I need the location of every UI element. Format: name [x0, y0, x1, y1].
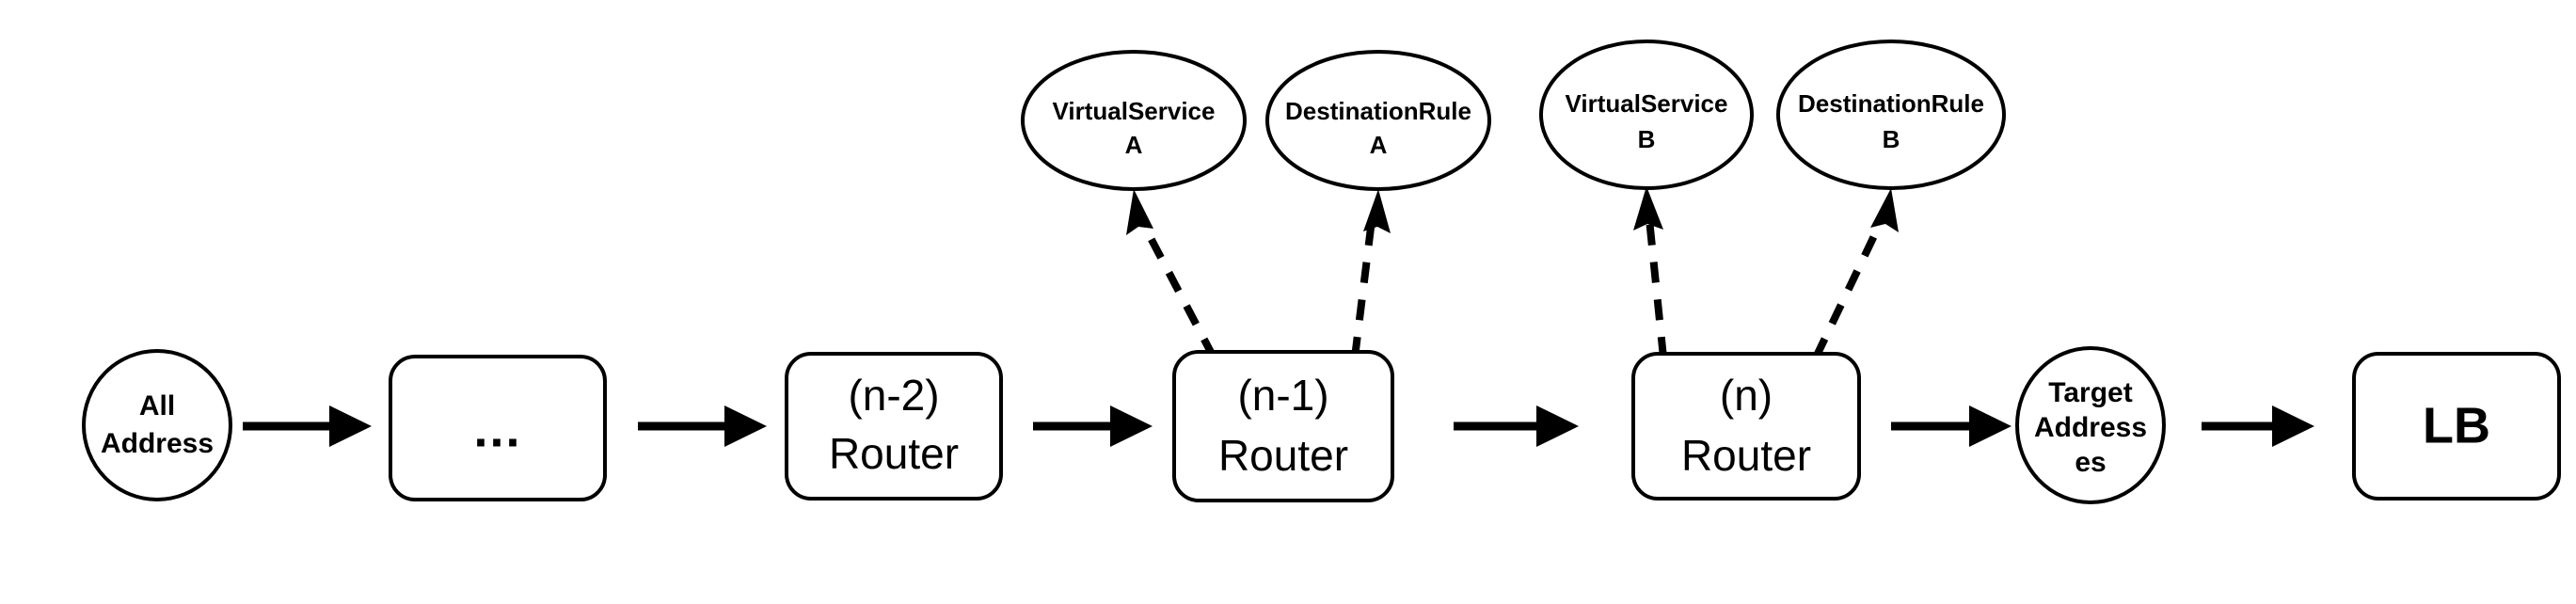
- all-address-ellipse: [82, 349, 232, 501]
- target-addresses-ellipse: [2015, 346, 2166, 504]
- router-n-minus-1-rect: [1172, 350, 1394, 502]
- node-target-addresses[interactable]: Target Address es: [2015, 346, 2166, 504]
- virtualservice-a-label-line1: VirtualService: [1053, 97, 1216, 125]
- node-router-n[interactable]: (n) Router: [1631, 352, 1861, 501]
- arrowhead-icon: [1126, 189, 1153, 235]
- node-ellipsis-box[interactable]: ...: [389, 355, 607, 501]
- router-n-minus-2-label-line2: Router: [829, 429, 959, 478]
- node-all-address[interactable]: All Address: [82, 349, 232, 501]
- arrowhead-icon: [1536, 405, 1579, 447]
- target-addresses-label-line3: es: [2075, 447, 2106, 478]
- policy-link-line: [1646, 218, 1667, 358]
- policy-link-router-n-1-to-destinationrule-a: [1351, 189, 1391, 358]
- destinationrule-b-label-line2: B: [1883, 125, 1900, 153]
- policy-link-line: [1812, 218, 1885, 359]
- all-address-label-line2: Address: [101, 428, 214, 459]
- lb-rect: [2352, 352, 2561, 501]
- node-destinationrule-a[interactable]: DestinationRule A: [1265, 50, 1491, 191]
- policy-link-line: [1351, 219, 1375, 358]
- node-lb[interactable]: LB: [2352, 352, 2561, 501]
- router-n-minus-1-label-line2: Router: [1218, 431, 1348, 480]
- arrowhead-icon: [1969, 405, 2012, 447]
- node-virtualservice-b[interactable]: VirtualService B: [1539, 40, 1754, 190]
- arrowhead-icon: [1110, 405, 1153, 447]
- flow-arrow-router-n-2-to-router-n-1: [1033, 405, 1153, 447]
- router-n-rect: [1631, 352, 1861, 501]
- ellipsis-box-label: ...: [473, 401, 521, 457]
- arrowhead-icon: [724, 405, 767, 447]
- virtualservice-a-label-line2: A: [1125, 131, 1143, 159]
- node-router-n-minus-2[interactable]: (n-2) Router: [785, 352, 1003, 501]
- all-address-label-line1: All: [139, 390, 175, 421]
- destinationrule-a-label-line1: DestinationRule: [1285, 97, 1471, 125]
- target-addresses-label-line2: Address: [2034, 412, 2147, 443]
- policy-link-line: [1137, 218, 1217, 359]
- flow-arrow-all-address-to-ellipsis: [243, 405, 372, 447]
- virtualservice-b-label-line2: B: [1638, 125, 1656, 153]
- arrowhead-icon: [1633, 186, 1663, 230]
- flow-arrow-ellipsis-to-router-n-2: [638, 405, 767, 447]
- target-addresses-label-line1: Target: [2048, 377, 2132, 408]
- destinationrule-a-label-line2: A: [1370, 131, 1388, 159]
- ellipsis-box-rect: [389, 355, 607, 501]
- router-n-label-line1: (n): [1720, 371, 1773, 420]
- arrowhead-icon: [329, 405, 372, 447]
- flow-arrow-router-n-1-to-router-n: [1454, 405, 1579, 447]
- flow-arrow-target-addresses-to-lb: [2202, 405, 2314, 447]
- virtualservice-b-label-line1: VirtualService: [1566, 89, 1728, 118]
- policy-link-router-n-to-destinationrule-b: [1812, 188, 1899, 359]
- router-n-minus-1-label-line1: (n-1): [1237, 371, 1328, 420]
- router-n-minus-2-label-line1: (n-2): [848, 371, 939, 420]
- lb-label: LB: [2423, 397, 2490, 453]
- flow-arrow-router-n-to-target-addresses: [1891, 405, 2012, 447]
- policy-link-router-n-1-to-virtualservice-a: [1126, 189, 1217, 359]
- router-n-label-line2: Router: [1681, 431, 1811, 480]
- destinationrule-b-label-line1: DestinationRule: [1798, 89, 1984, 118]
- arrowhead-icon: [1870, 188, 1899, 232]
- arrowhead-icon: [1363, 189, 1391, 233]
- node-virtualservice-a[interactable]: VirtualService A: [1021, 50, 1247, 191]
- arrowhead-icon: [2272, 405, 2314, 447]
- node-router-n-minus-1[interactable]: (n-1) Router: [1172, 350, 1394, 502]
- policy-link-router-n-to-virtualservice-b: [1633, 186, 1667, 358]
- router-n-minus-2-rect: [785, 352, 1003, 501]
- node-destinationrule-b[interactable]: DestinationRule B: [1776, 40, 2006, 190]
